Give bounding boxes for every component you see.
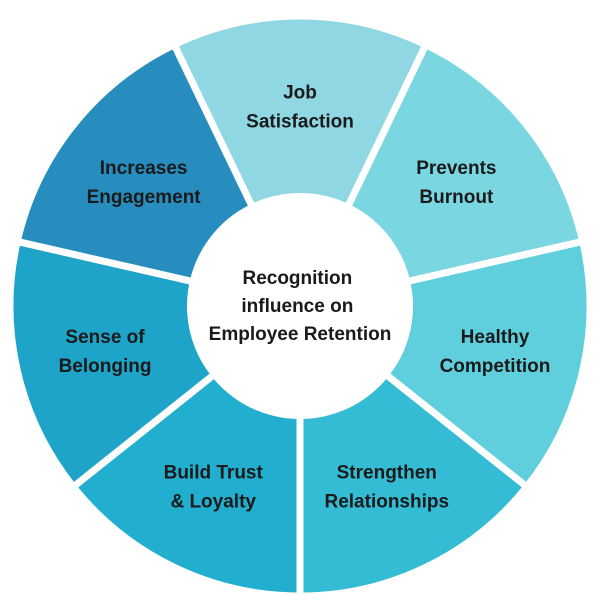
segment-label-line: Strengthen [337, 463, 437, 484]
segment-label-build-trust-loyalty: Build Trust & Loyalty [164, 463, 264, 513]
segment-label-line: Satisfaction [246, 112, 354, 133]
segment-label-line: Burnout [419, 187, 494, 208]
segment-label-line: Build Trust [164, 463, 264, 484]
center-label-line-1: Recognition [242, 268, 352, 289]
center-label: Recognition influence on Employee Retent… [209, 268, 392, 345]
center-label-line-2: influence on [241, 296, 353, 317]
segment-label-line: Engagement [87, 187, 202, 208]
center-disc [187, 193, 413, 419]
segment-label-line: & Loyalty [170, 492, 256, 513]
segment-label-line: Job [283, 83, 317, 104]
segment-label-line: Belonging [59, 356, 152, 377]
segment-label-line: Sense of [65, 327, 145, 348]
segment-label-line: Relationships [324, 492, 449, 513]
segment-label-line: Competition [440, 356, 551, 377]
segment-label-line: Prevents [416, 158, 496, 179]
segment-label-sense-of-belonging: Sense of Belonging [59, 327, 152, 377]
segment-label-line: Healthy [461, 327, 530, 348]
center-label-line-3: Employee Retention [209, 324, 392, 345]
segment-label-line: Increases [100, 158, 188, 179]
